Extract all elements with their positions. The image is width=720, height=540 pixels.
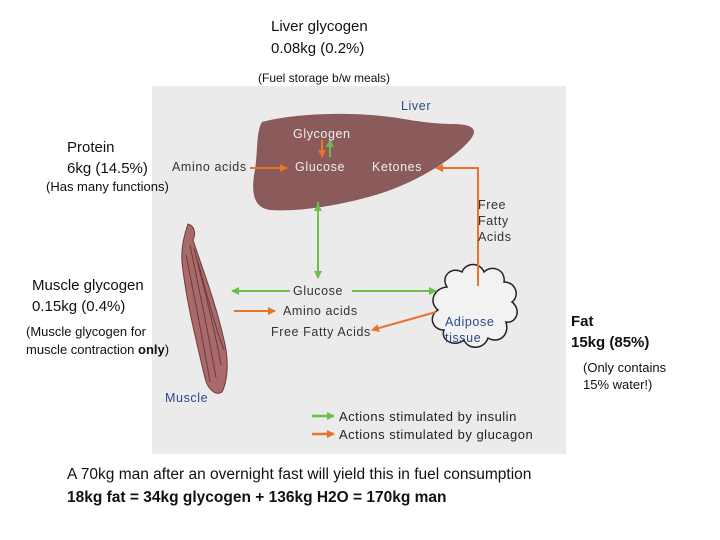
adipose-label-2: tissue	[445, 331, 482, 345]
liver-glycogen-title: Liver glycogen	[271, 18, 368, 35]
muscle-glycogen-note-1: (Muscle glycogen for	[26, 324, 146, 339]
legend-glucagon-label: Actions stimulated by glucagon	[339, 427, 534, 442]
bottom-line-2: 18kg fat = 34kg glycogen + 136kg H2O = 1…	[67, 489, 447, 506]
muscle-label: Muscle	[165, 391, 209, 405]
arrow-adipose-to-ffa	[371, 311, 437, 332]
muscle-ffa-label: Free Fatty Acids	[271, 325, 371, 339]
liver-note: (Fuel storage b/w meals)	[258, 71, 391, 85]
fat-amount: 15kg (85%)	[571, 334, 650, 351]
bottom-line-1: A 70kg man after an overnight fast will …	[67, 466, 532, 483]
muscle-glycogen-note-2: muscle contraction only)	[26, 342, 170, 357]
protein-amount: 6kg (14.5%)	[67, 160, 148, 177]
ffa-label-2: Fatty	[478, 214, 509, 228]
fat-note-2: 15% water!)	[583, 377, 653, 392]
liver-label: Liver	[401, 99, 432, 113]
liver-glucose-label: Glucose	[295, 160, 346, 174]
ffa-label-1: Free	[478, 198, 507, 212]
protein-note: (Has many functions)	[46, 179, 169, 194]
liver-glycogen-amount: 0.08kg (0.2%)	[271, 40, 365, 57]
ketones-label: Ketones	[372, 160, 423, 174]
fat-title: Fat	[571, 313, 594, 330]
liver-shape	[253, 113, 474, 211]
muscle-glucose-label: Glucose	[293, 284, 344, 298]
amino-acids-label: Amino acids	[172, 160, 247, 174]
muscle-glycogen-amount: 0.15kg (0.4%)	[32, 298, 126, 315]
ffa-label-3: Acids	[478, 230, 512, 244]
adipose-label-1: Adipose	[445, 315, 495, 329]
protein-title: Protein	[67, 139, 115, 156]
liver-glycogen-label: Glycogen	[293, 127, 351, 141]
muscle-shape	[181, 223, 228, 394]
arrow-ffa-to-ketones	[435, 164, 479, 286]
fat-note-1: (Only contains	[583, 360, 667, 375]
muscle-amino-label: Amino acids	[283, 304, 358, 318]
muscle-glycogen-title: Muscle glycogen	[32, 277, 144, 294]
legend-insulin-label: Actions stimulated by insulin	[339, 409, 517, 424]
